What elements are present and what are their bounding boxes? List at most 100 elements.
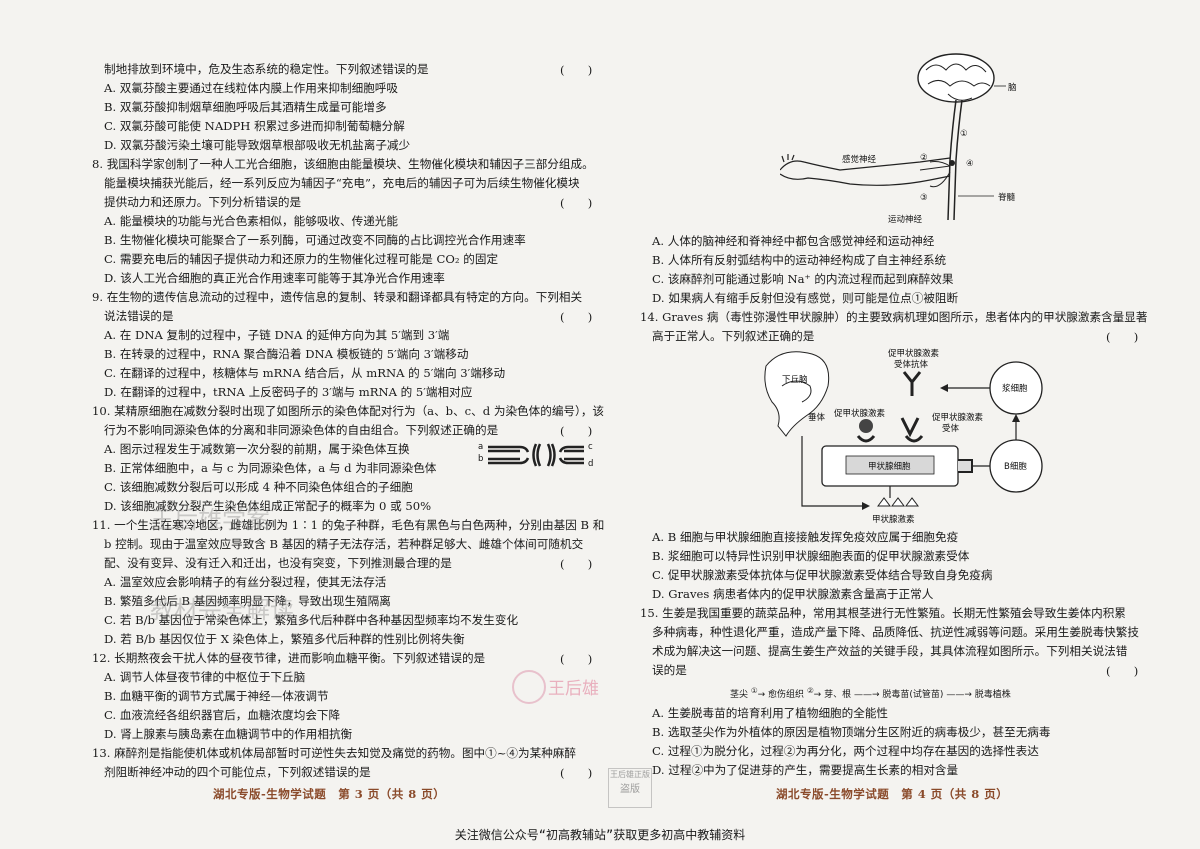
brain-section-icon <box>764 351 830 437</box>
point-1-label: ① <box>960 129 968 139</box>
text-line: 9. 在生物的遗传信息流动的过程中，遗传信息的复制、转录和翻译都具有特定的方向。… <box>92 290 583 304</box>
right-page-footer: 湖北专版-生物学试题 第 4 页（共 8 页） <box>776 787 1009 801</box>
text-line: 12. 长期熬夜会干扰人体的昼夜节律，进而影响血糖平衡。下列叙述错误的是 <box>92 651 486 665</box>
chromosome-label-c: c <box>588 442 593 452</box>
faded-watermark-1: 王后雄学案 <box>150 506 270 534</box>
text-line: B. 双氯芬酸抑制烟草细胞呼吸后其酒精生成量可能增多 <box>104 100 387 114</box>
answer-bracket: ( ) <box>560 196 593 210</box>
text-line: 配、没有变异、没有迁入和迁出，也没有突变，下列推测最合理的是 <box>104 556 452 570</box>
text-line: A. 调节人体昼夜节律的中枢位于下丘脑 <box>104 670 306 684</box>
text-line: B. 正常体细胞中，a 与 c 为同源染色体，a 与 d 为非同源染色体 <box>104 461 437 475</box>
answer-bracket: ( ) <box>560 766 593 780</box>
text-line: B. 选取茎尖作为外植体的原因是植物顶端分生区附近的病毒极少，甚至无病毒 <box>652 725 1051 739</box>
text-line: A. 温室效应会影响精子的有丝分裂过程，使其无法存活 <box>104 575 387 589</box>
plasma-cell-label: 浆细胞 <box>1002 383 1028 394</box>
flow-step-2: 愈伤组织 <box>768 690 805 700</box>
text-line: C. 在翻译的过程中，核糖体与 mRNA 结合后，从 mRNA 的 5′端向 3… <box>104 366 506 380</box>
left-page: 制地排放到环境中，危及生态系统的稳定性。下列叙述错误的是 A. 双氯芬酸主要通过在… <box>92 62 604 801</box>
answer-bracket: ( ) <box>560 424 593 438</box>
text-line: 13. 麻醉剂是指能使机体或机体局部暂时可逆性失去知觉及痛觉的药物。图中①~④为… <box>92 746 576 760</box>
text-line: A. 生姜脱毒苗的培育利用了植物细胞的全能性 <box>652 706 889 720</box>
text-line: 8. 我国科学家创制了一种人工光合细胞，该细胞由能量模块、生物催化模块和辅因子三… <box>92 157 594 171</box>
pituitary-label: 垂体 <box>808 412 826 423</box>
tsh-receptor-label-2: 受体 <box>942 423 960 434</box>
bottom-promo-note: 关注微信公众号“初高教辅站”获取更多初高中教辅资料 <box>454 828 746 842</box>
text-line: A. 在 DNA 复制的过程中，子链 DNA 的延伸方向为其 5′端到 3′端 <box>104 328 450 342</box>
hypothalamus-label: 下丘脑 <box>782 374 808 385</box>
b-cell-label: B细胞 <box>1004 461 1027 472</box>
text-line: 行为不影响同源染色体的分离和非同源染色体的自由组合。下列叙述正确的是 <box>104 423 499 437</box>
tsh-receptor-label-1: 促甲状腺激素 <box>932 412 984 423</box>
text-line: A. 人体的脑神经和脊神经中都包含感觉神经和运动神经 <box>652 234 935 248</box>
text-line: 术成为解决这一问题、提高生姜生产效益的关键手段，其具体流程如图所示。下列相关说法… <box>652 644 1128 658</box>
chromosome-pairing-figure: a b c d <box>478 442 593 469</box>
flow-step-5: 脱毒植株 <box>974 690 1011 700</box>
text-line: D. 该人工光合细胞的真正光合作用速率可能等于其净光合作用速率 <box>104 271 445 285</box>
answer-bracket: ( ) <box>560 63 593 77</box>
text-line: B. 人体所有反射弧结构中的运动神经构成了自主神经系统 <box>652 253 947 267</box>
text-line: C. 血液流经各组织器官后，血糖浓度均会下降 <box>104 708 341 722</box>
text-line: 能量模块捕获光能后，经一系列反应为辅因子“充电”，充电后的辅因子可为后续生物催化… <box>104 176 580 190</box>
text-line: D. 如果病人有缩手反射但没有感觉，则可能是位点①被阻断 <box>652 291 959 305</box>
flow-step-1: 茎尖 <box>730 690 749 700</box>
text-line: D. 若 B/b 基因仅位于 X 染色体上，繁殖多代后种群的性别比例将失衡 <box>104 632 465 646</box>
text-line: C. 需要充电后的辅因子提供动力和还原力的生物催化过程可能是 CO₂ 的固定 <box>104 252 499 266</box>
answer-bracket: ( ) <box>560 652 593 666</box>
nervous-system-figure: ① ② ③ ④ 脑 感觉神经 脊髓 运动神经 <box>780 53 1017 225</box>
flow-arrow-1: ①→ <box>750 686 766 700</box>
tsh-molecule <box>859 419 873 433</box>
text-line: 高于正常人。下列叙述正确的是 <box>652 329 815 343</box>
text-line: D. 双氯芬酸污染土壤可能导致烟草根部吸收无机盐离子减少 <box>104 138 411 152</box>
text-line: D. 该细胞减数分裂产生染色体组成正常配子的概率为 0 或 50% <box>104 499 432 513</box>
answer-bracket: ( ) <box>1106 330 1139 344</box>
text-line: 11. 一个生活在寒冷地区，雌雄比例为 1∶1 的兔子种群，毛色有黑色与白色两种… <box>92 518 605 532</box>
text-line: b 控制。现由于温室效应导致含 B 基因的精子无法存活，若种群足够大、雌雄个体间… <box>104 537 584 551</box>
text-line: C. 该细胞减数分裂后可以形成 4 种不同染色体组合的子细胞 <box>104 480 413 494</box>
antibody-label-1: 促甲状腺激素 <box>888 348 940 359</box>
point-3-label: ③ <box>920 193 928 203</box>
thyroid-hormone-label: 甲状腺激素 <box>872 514 915 525</box>
text-line: C. 若 B/b 基因位于常染色体上，繁殖多代后种群中各种基因型频率均不发生变化 <box>104 613 519 627</box>
faded-watermark-2: 教材完全解读 <box>150 596 294 624</box>
flow-step-4: 脱毒苗(试管苗) <box>882 690 944 700</box>
answer-bracket: ( ) <box>1106 664 1139 678</box>
chromosome-label-b: b <box>478 454 483 464</box>
arm-outline <box>780 154 951 186</box>
spine-label: 脊髓 <box>998 192 1016 203</box>
motor-nerve-label: 运动神经 <box>888 214 923 225</box>
text-line: B. 血糖平衡的调节方式属于神经—体液调节 <box>104 689 329 703</box>
answer-bracket: ( ) <box>560 310 593 324</box>
text-line: B. 在转录的过程中，RNA 聚合酶沿着 DNA 模板链的 5′端向 3′端移动 <box>104 347 469 361</box>
text-line: 15. 生姜是我国重要的蔬菜品种，常用其根茎进行无性繁殖。长期无性繁殖会导致生姜… <box>640 606 1126 620</box>
graves-mechanism-figure: 下丘脑 垂体 促甲状腺激素 促甲状腺激素 受体抗体 促甲状腺激素 受体 甲状腺细… <box>764 348 1043 525</box>
text-line: B. 浆细胞可以特异性识别甲状腺细胞表面的促甲状腺激素受体 <box>652 549 970 563</box>
brain-label: 脑 <box>1008 82 1017 93</box>
spinal-cord <box>947 99 963 221</box>
text-line: D. 过程②中为了促进芽的产生，需要提高生长素的相对含量 <box>652 763 959 777</box>
tsh-label: 促甲状腺激素 <box>834 408 886 419</box>
text-line: D. 在翻译的过程中，tRNA 上反密码子的 3′端与 mRNA 的 5′端相对… <box>104 385 473 399</box>
answer-bracket: ( ) <box>560 557 593 571</box>
text-line: A. 双氯芬酸主要通过在线粒体内膜上作用来抑制细胞呼吸 <box>104 81 398 95</box>
text-line: C. 促甲状腺激素受体抗体与促甲状腺激素受体结合导致自身免疫病 <box>652 568 993 582</box>
text-line: 制地排放到环境中，危及生态系统的稳定性。下列叙述错误的是 <box>104 62 429 76</box>
text-line: D. 肾上腺素与胰岛素在血糖调节中的作用相抗衡 <box>104 727 353 741</box>
text-line: A. 图示过程发生于减数第一次分裂的前期，属于染色体互换 <box>104 442 410 456</box>
sensory-nerve-label: 感觉神经 <box>842 154 877 165</box>
flow-step-3: 芽、根 <box>824 690 852 700</box>
point-2-label: ② <box>920 153 928 163</box>
flow-arrow-3: ——→ <box>853 690 880 700</box>
tsh-receptor-antibody-icon <box>902 371 922 396</box>
chromosome-label-a: a <box>478 442 483 452</box>
text-line: C. 该麻醉剂可能通过影响 Na⁺ 的内流过程而起到麻醉效果 <box>652 272 954 286</box>
text-line: 说法错误的是 <box>104 309 174 323</box>
text-line: 剂阻断神经冲动的四个可能位点，下列叙述错误的是 <box>104 765 371 779</box>
flow-arrow-2: ②→ <box>806 686 822 700</box>
text-line: B. 生物催化模块可能聚合了一系列酶，可通过改变不同酶的占比调控光合作用速率 <box>104 233 526 247</box>
text-line: 多种病毒，种性退化严重，造成产量下降、品质降低、抗逆性减弱等问题。采用生姜脱毒快… <box>652 625 1139 639</box>
text-line: 10. 某精原细胞在减数分裂时出现了如图所示的染色体配对行为（a、b、c、d 为… <box>92 404 605 418</box>
brain-icon <box>917 53 995 103</box>
right-page: ① ② ③ ④ 脑 感觉神经 脊髓 运动神经 A. 人体的脑神经和脊神经中都包含… <box>512 0 1200 849</box>
left-page-footer: 湖北专版-生物学试题 第 3 页（共 8 页） <box>213 787 446 801</box>
watermark-logo: 王后雄 <box>512 666 632 710</box>
